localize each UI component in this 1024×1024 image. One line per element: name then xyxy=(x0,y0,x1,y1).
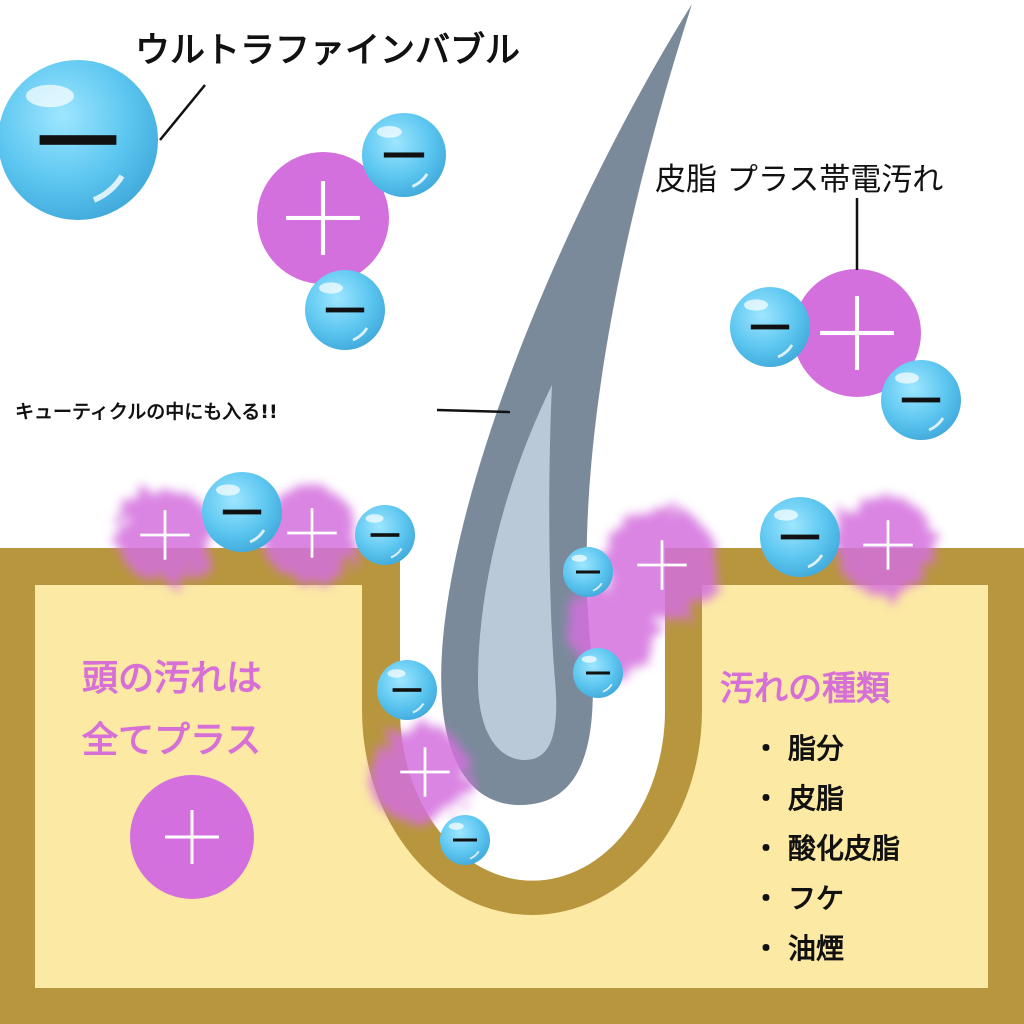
list-item-text: ・ xyxy=(752,732,780,765)
hair-strand xyxy=(441,4,692,805)
list-item-text: ・ xyxy=(752,882,780,915)
skin-inner xyxy=(35,585,988,988)
enters-cuticle-label: キューティクルの中にも入る!! xyxy=(15,400,278,423)
list-item: ・脂分 xyxy=(752,732,844,765)
dirt-types-title: 汚れの種類 xyxy=(720,669,891,709)
list-item: ・皮脂 xyxy=(752,782,844,815)
bubble-large xyxy=(0,60,158,220)
ultrafine-bubble-label: ウルトラファインバブル xyxy=(135,30,520,71)
list-item-text: 酸化皮脂 xyxy=(788,832,900,865)
dirt-types-list: ・脂分 ・皮脂 ・酸化皮脂 ・フケ ・油煙 xyxy=(752,732,900,965)
list-item-text: ・ xyxy=(752,932,780,965)
list-item-text: フケ xyxy=(788,882,844,915)
list-item: ・酸化皮脂 xyxy=(752,832,900,865)
sebum-plus-particle xyxy=(130,152,921,899)
list-item-text: 油煙 xyxy=(788,932,844,965)
list-item: ・フケ xyxy=(752,882,844,915)
sebum-plus-dirt-label: 皮脂 プラス帯電汚れ xyxy=(655,162,943,198)
scalp-dirt-label-line2: 全てプラス xyxy=(81,719,261,761)
list-item-text: ・ xyxy=(752,782,780,815)
scalp-dirt-label-line1: 頭の汚れは xyxy=(82,658,262,699)
list-item-text: 脂分 xyxy=(788,732,844,765)
list-item-text: ・ xyxy=(752,832,780,865)
plus-dirt-clouds xyxy=(117,487,935,825)
list-item: ・油煙 xyxy=(752,932,844,965)
leader-lines xyxy=(159,84,859,414)
list-item-text: 皮脂 xyxy=(788,782,844,815)
